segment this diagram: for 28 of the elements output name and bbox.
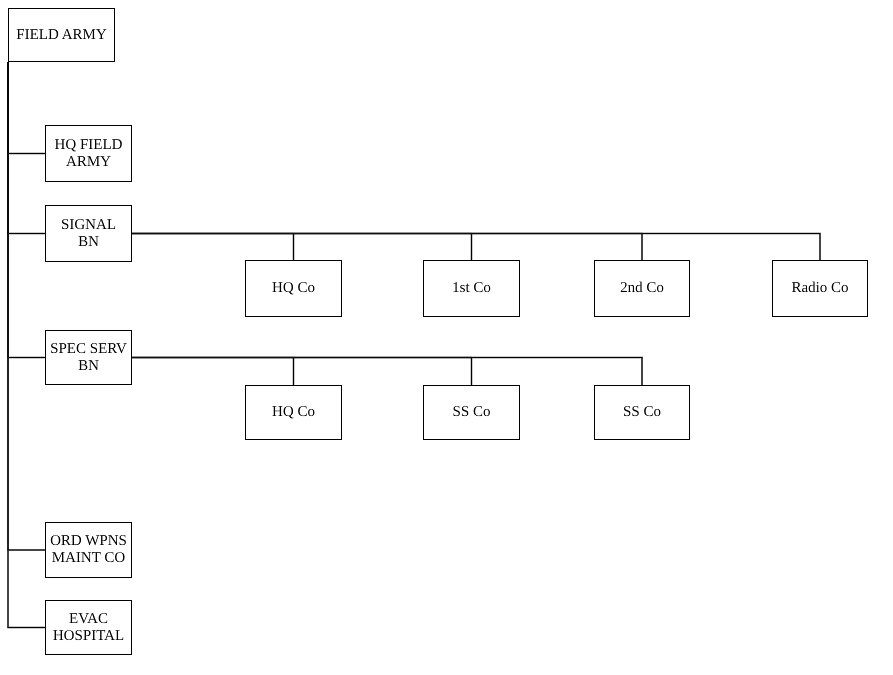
org-box xyxy=(423,385,520,440)
connector-line xyxy=(132,232,821,260)
org-box xyxy=(45,330,132,385)
org-box xyxy=(45,600,132,655)
org-box xyxy=(594,385,690,440)
unit-label: SIGNAL BN xyxy=(60,216,117,250)
org-box xyxy=(45,522,132,578)
unit-label: 2nd Co xyxy=(619,280,665,297)
unit-label: SS Co xyxy=(452,404,492,421)
unit-label: FIELD ARMY xyxy=(15,26,108,44)
unit-label: Radio Co xyxy=(790,280,850,297)
unit-label: HQ Co xyxy=(271,404,316,421)
unit-label: ORD WPNS MAINT CO xyxy=(49,533,128,567)
org-box xyxy=(245,260,342,317)
unit-label: 1st Co xyxy=(451,280,492,297)
org-box xyxy=(45,205,132,262)
unit-label: SPEC SERV BN xyxy=(49,340,128,374)
unit-label: HQ FIELD ARMY xyxy=(54,136,124,170)
unit-label: SS Co xyxy=(622,404,662,421)
unit-label: EVAC HOSPITAL xyxy=(52,610,126,644)
org-box xyxy=(594,260,690,317)
unit-label: HQ Co xyxy=(271,280,316,297)
org-box xyxy=(45,125,132,182)
org-box xyxy=(8,8,115,62)
org-box xyxy=(423,260,520,317)
org-box xyxy=(245,385,342,440)
org-box xyxy=(772,260,868,317)
connector-line xyxy=(132,356,643,385)
